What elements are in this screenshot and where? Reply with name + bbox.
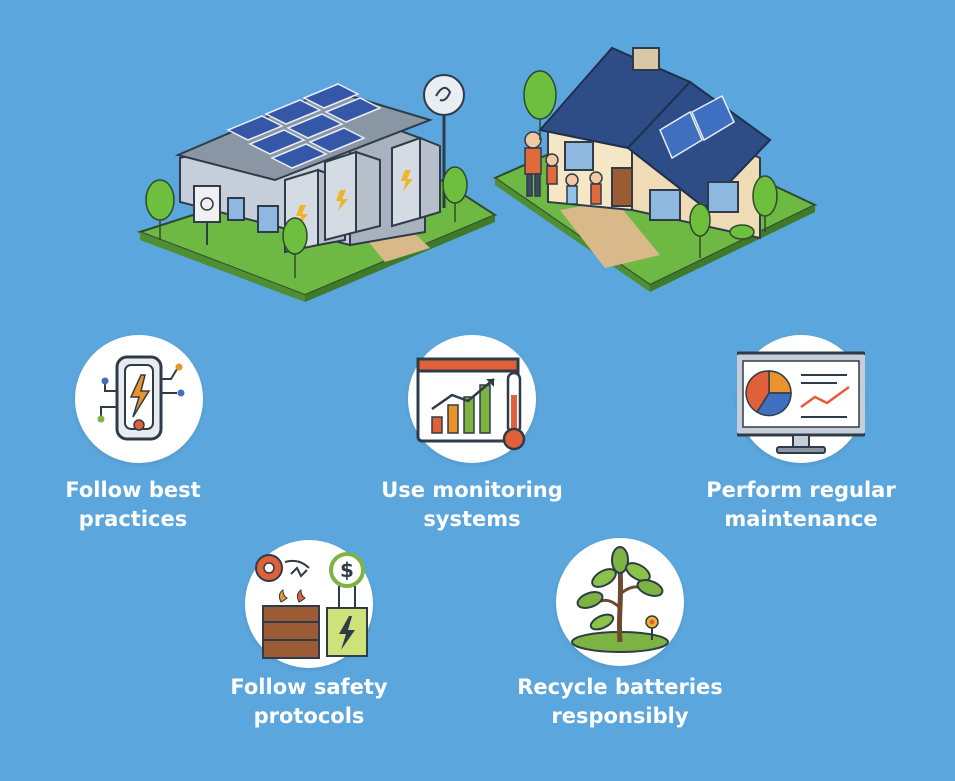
tip-label-line2: protocols (253, 704, 365, 728)
tip-label-line2: responsibly (551, 704, 689, 728)
tip-icon-circle (408, 335, 536, 463)
tip-label-line1: Recycle batteries (517, 675, 723, 699)
tip-label-line1: Follow safety (230, 675, 388, 699)
tip-label-line2: practices (78, 507, 188, 531)
tip-label: Follow safety protocols (179, 673, 439, 731)
house-illustration (492, 46, 818, 292)
hero-illustration (136, 46, 818, 302)
tip-label-line1: Follow best (65, 478, 201, 502)
tip-icon-circle (737, 335, 865, 463)
smart-battery-icon (97, 355, 185, 441)
tip-label-line2: maintenance (724, 507, 878, 531)
storage-station-illustration (136, 74, 498, 302)
tip-icon-circle (75, 335, 203, 463)
tip-label: Use monitoring systems (342, 476, 602, 534)
tip-label-line1: Perform regular (706, 478, 896, 502)
tip-label-line1: Use monitoring (381, 478, 563, 502)
tip-icon-circle: $ (245, 540, 373, 668)
monitoring-chart-icon (416, 357, 526, 451)
tip-label: Recycle batteries responsibly (490, 673, 750, 731)
tip-label: Perform regular maintenance (671, 476, 931, 534)
svg-text:$: $ (340, 558, 354, 582)
plant-icon (571, 546, 669, 653)
tip-icon-circle (556, 538, 684, 666)
safety-storage-icon: $ (255, 552, 368, 659)
computer-dashboard-icon (737, 351, 865, 454)
tip-label: Follow best practices (3, 476, 263, 534)
tip-label-line2: systems (423, 507, 521, 531)
